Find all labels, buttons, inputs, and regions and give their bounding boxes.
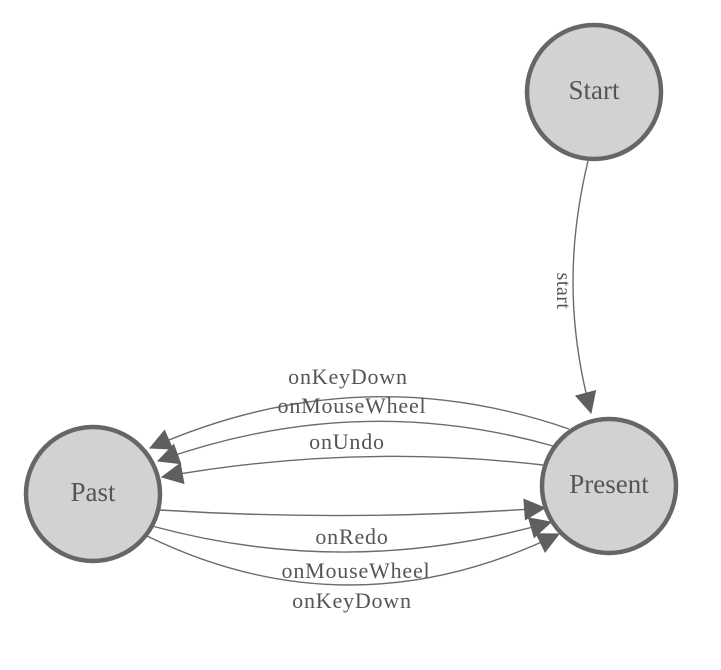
edge-label-onundo: onUndo [309,429,385,454]
edge-line-start[interactable] [572,160,597,415]
edge-line-onkeydown-top[interactable] [148,396,570,450]
edges: start onKeyDown onMouseWheel onUndo onRe… [146,160,597,613]
edge-label-onkeydown-top: onKeyDown [288,364,408,389]
edge-past-to-present-onmousewheel: onMouseWheel [151,517,553,583]
nodes: Start Present Past [23,22,679,564]
edge-past-to-present-onredo: onRedo [159,498,547,549]
state-label-past: Past [70,477,116,507]
edge-label-onmousewheel-bottom: onMouseWheel [282,558,431,583]
edge-present-to-past-onmousewheel: onMouseWheel [156,393,554,465]
edge-present-to-past-onundo: onUndo [160,429,544,485]
edge-past-to-present-onkeydown: onKeyDown [146,533,560,613]
state-circle-present[interactable] [539,416,679,556]
edge-line-onmousewheel-top[interactable] [156,420,554,465]
edge-start-to-present: start [552,160,597,415]
edge-label-onkeydown-bottom: onKeyDown [292,588,412,613]
edge-label-onredo: onRedo [315,524,388,549]
edge-label-onmousewheel-top: onMouseWheel [278,393,427,418]
state-label-start: Start [569,75,620,105]
edge-line-onmousewheel-bottom[interactable] [151,517,553,553]
state-node-past[interactable]: Past [23,424,163,564]
edge-present-to-past-onkeydown: onKeyDown [148,364,570,450]
edge-line-onkeydown-bottom[interactable] [146,533,560,586]
state-node-present[interactable]: Present [539,416,679,556]
state-circle-start[interactable] [524,22,664,162]
edge-label-start: start [552,273,574,310]
state-label-present: Present [569,469,649,499]
edge-line-onredo[interactable] [159,498,547,521]
state-node-start[interactable]: Start [524,22,664,162]
edge-line-onundo[interactable] [160,455,544,485]
state-circle-past[interactable] [23,424,163,564]
